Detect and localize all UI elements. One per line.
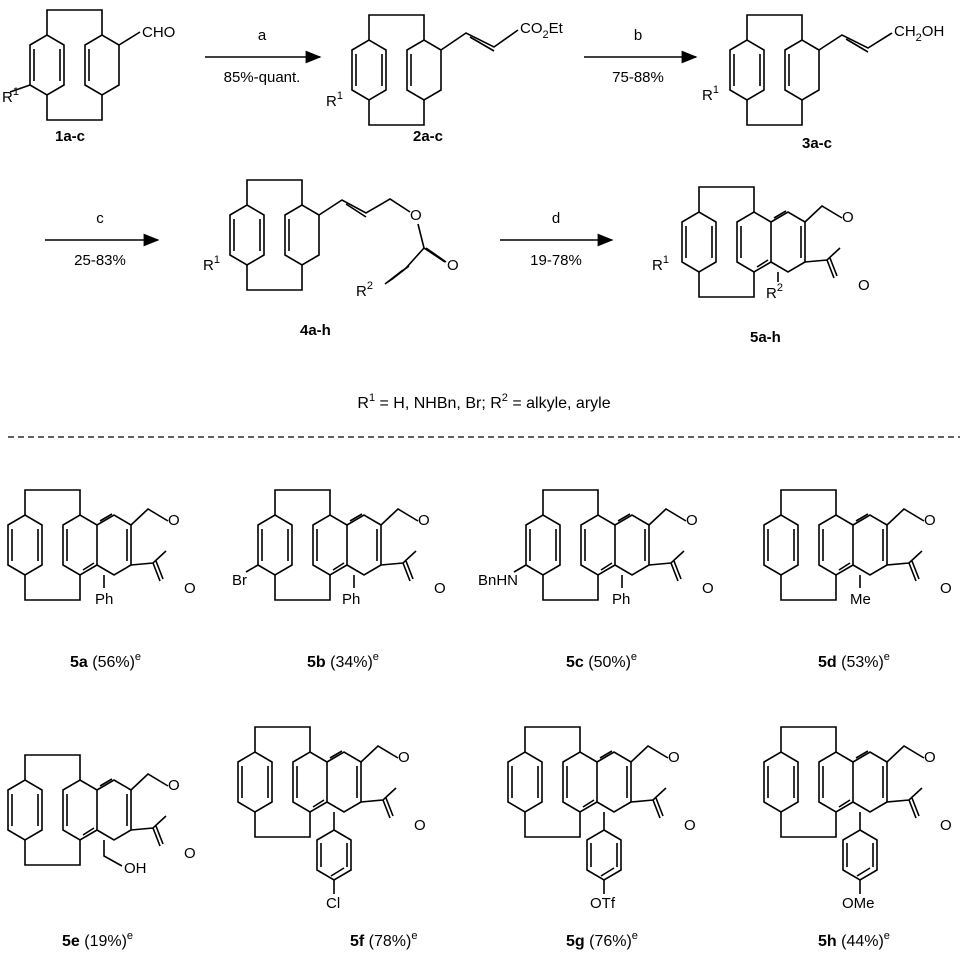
phenyl-substituent: Ph bbox=[95, 591, 113, 608]
benzylamino-substituent: BnHN bbox=[478, 572, 518, 589]
ring-oxygen: O bbox=[668, 749, 680, 766]
allyl-alcohol-group: CH2OH bbox=[894, 23, 944, 44]
r2-label: R2 bbox=[766, 282, 783, 302]
carbonyl-oxygen: O bbox=[858, 277, 870, 294]
product-5c bbox=[513, 489, 687, 601]
compound-4 bbox=[229, 179, 447, 291]
product-caption-5h: 5h (44%)e bbox=[818, 930, 890, 950]
product-caption-5g: 5g (76%)e bbox=[566, 930, 638, 950]
product-caption-5a: 5a (56%)e bbox=[70, 651, 141, 671]
r1-label: R1 bbox=[652, 254, 669, 274]
carbonyl-oxygen: O bbox=[940, 817, 952, 834]
compound-2 bbox=[351, 14, 519, 126]
r1-label: R1 bbox=[203, 254, 220, 274]
carbonyl-oxygen: O bbox=[414, 817, 426, 834]
carbonyl-oxygen: O bbox=[447, 257, 459, 274]
ring-oxygen: O bbox=[398, 749, 410, 766]
ring-oxygen: O bbox=[924, 749, 936, 766]
product-caption-5b: 5b (34%)e bbox=[307, 651, 379, 671]
product-5g bbox=[507, 726, 669, 895]
carbonyl-oxygen: O bbox=[434, 580, 446, 597]
step-c-reagent: c bbox=[96, 210, 104, 227]
carbonyl-oxygen: O bbox=[184, 845, 196, 862]
triflate-substituent: OTf bbox=[590, 895, 616, 912]
product-5b bbox=[245, 489, 419, 601]
compound-label-1: 1a-c bbox=[55, 128, 85, 145]
cho-group: CHO bbox=[142, 24, 175, 41]
step-c-yield: 25-83% bbox=[74, 252, 126, 269]
carbonyl-oxygen: O bbox=[184, 580, 196, 597]
ester-group: CO2Et bbox=[520, 20, 564, 41]
step-d-yield: 19-78% bbox=[530, 252, 582, 269]
carbonyl-oxygen: O bbox=[684, 817, 696, 834]
substituent-definition: R1 = H, NHBn, Br; R2 = alkyle, aryle bbox=[357, 392, 610, 412]
step-a-reagent: a bbox=[258, 27, 267, 44]
carbonyl-oxygen: O bbox=[940, 580, 952, 597]
compound-1 bbox=[9, 9, 141, 121]
ring-oxygen: O bbox=[418, 512, 430, 529]
r1-label: R1 bbox=[326, 90, 343, 110]
compound-label-3: 3a-c bbox=[802, 135, 832, 152]
product-caption-5d: 5d (53%)e bbox=[818, 651, 890, 671]
compound-3 bbox=[729, 14, 893, 126]
product-caption-5c: 5c (50%)e bbox=[566, 651, 637, 671]
bromo-substituent: Br bbox=[232, 572, 247, 589]
phenyl-substituent: Ph bbox=[342, 591, 360, 608]
r2-label: R2 bbox=[356, 280, 373, 300]
compound-5 bbox=[681, 186, 843, 298]
carbonyl-oxygen: O bbox=[702, 580, 714, 597]
methyl-substituent: Me bbox=[850, 591, 871, 608]
ester-oxygen: O bbox=[410, 207, 422, 224]
product-caption-5f: 5f (78%)e bbox=[350, 930, 417, 950]
ring-oxygen: O bbox=[168, 777, 180, 794]
phenyl-substituent: Ph bbox=[612, 591, 630, 608]
ring-oxygen: O bbox=[686, 512, 698, 529]
step-a-yield: 85%-quant. bbox=[224, 69, 301, 86]
hydroxymethyl-substituent: OH bbox=[124, 860, 147, 877]
product-5h bbox=[763, 726, 925, 895]
methoxy-substituent: OMe bbox=[842, 895, 875, 912]
product-caption-5e: 5e (19%)e bbox=[62, 930, 133, 950]
ring-oxygen: O bbox=[168, 512, 180, 529]
step-b-yield: 75-88% bbox=[612, 69, 664, 86]
compound-label-2: 2a-c bbox=[413, 128, 443, 145]
compound-label-4: 4a-h bbox=[300, 322, 331, 339]
product-5e bbox=[7, 754, 169, 867]
chloro-substituent: Cl bbox=[326, 895, 340, 912]
product-5f bbox=[237, 726, 399, 895]
ring-oxygen: O bbox=[842, 209, 854, 226]
product-5a bbox=[7, 489, 169, 601]
r1-label: R1 bbox=[2, 86, 19, 106]
compound-label-5: 5a-h bbox=[750, 329, 781, 346]
product-5d bbox=[763, 489, 925, 601]
step-b-reagent: b bbox=[634, 27, 642, 44]
ring-oxygen: O bbox=[924, 512, 936, 529]
step-d-reagent: d bbox=[552, 210, 560, 227]
r1-label: R1 bbox=[702, 84, 719, 104]
